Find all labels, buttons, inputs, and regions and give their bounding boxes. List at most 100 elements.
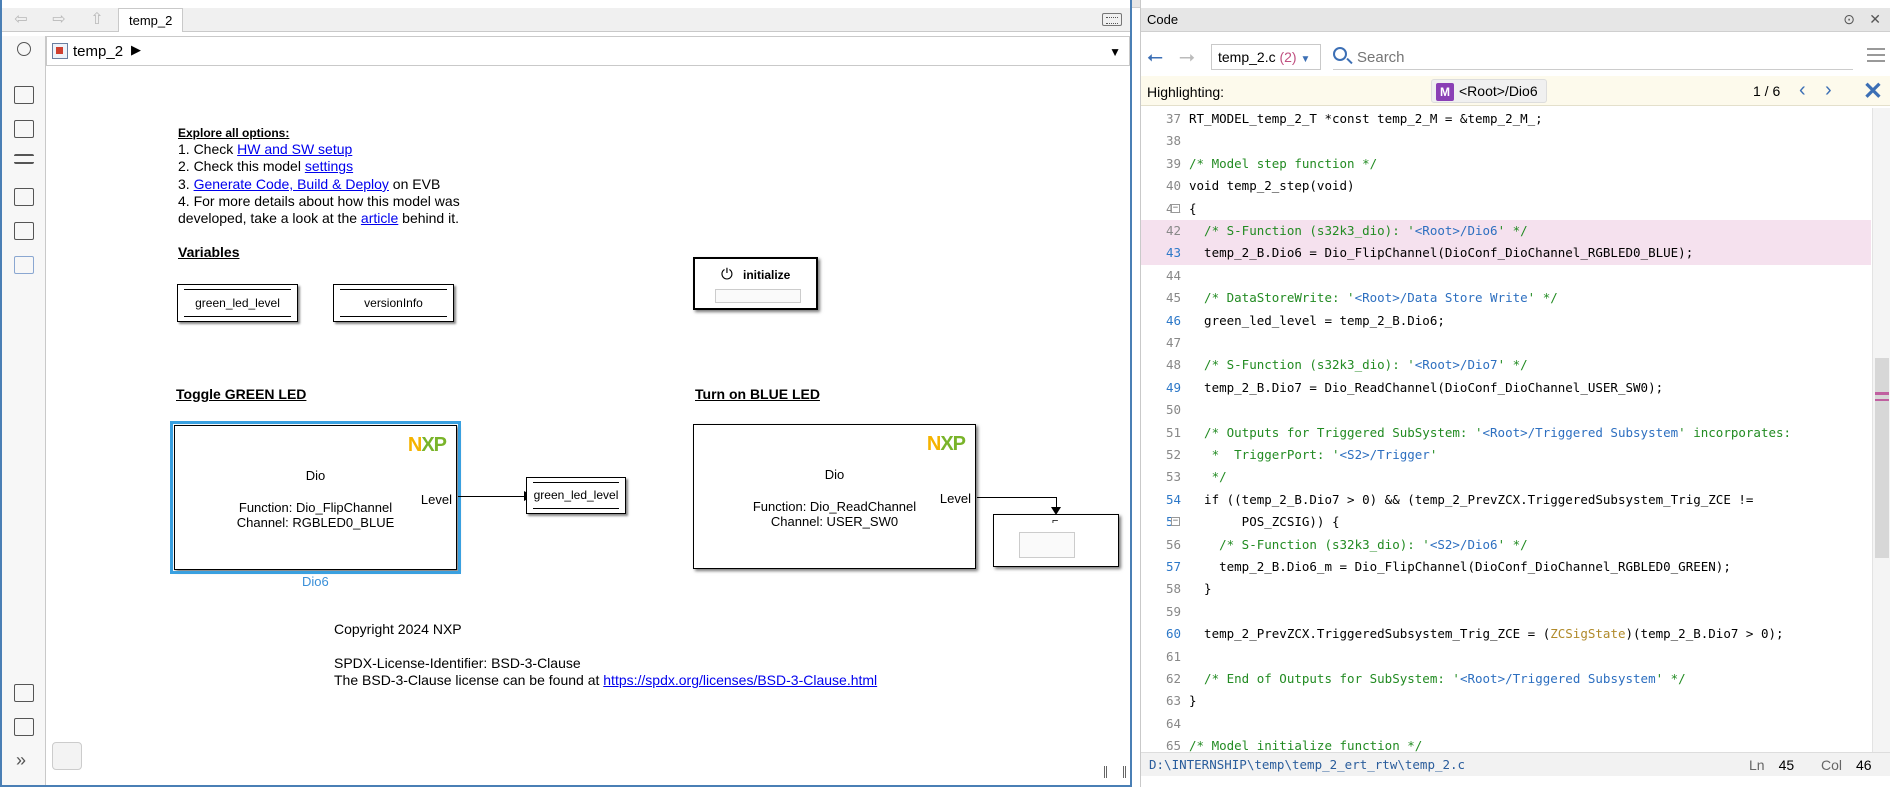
fold-toggle-icon[interactable]: −: [1171, 202, 1180, 213]
code-line[interactable]: 57 temp_2_B.Dio6_m = Dio_FlipChannel(Dio…: [1141, 556, 1871, 578]
breadcrumb-model[interactable]: temp_2: [73, 43, 124, 60]
close-icon[interactable]: ✕: [1869, 11, 1881, 27]
code-text: temp_2_B.Dio6_m = Dio_FlipChannel(DioCon…: [1189, 559, 1731, 574]
back-arrow-icon[interactable]: ⭠: [1147, 46, 1163, 68]
tab-model[interactable]: temp_2: [118, 8, 184, 32]
code-line[interactable]: 46 green_led_level = temp_2_B.Dio6;: [1141, 310, 1871, 332]
dio7-block[interactable]: NXP Dio Function: Dio_ReadChannel Channe…: [693, 424, 976, 569]
previous-match-icon[interactable]: ‹: [1799, 79, 1806, 101]
initialize-block[interactable]: ⏻ initialize: [693, 257, 818, 310]
code-line[interactable]: 58 }: [1141, 578, 1871, 600]
code-line[interactable]: 63}: [1141, 690, 1871, 712]
code-text: /* S-Function (s32k3_dio): '<Root>/Dio7'…: [1189, 357, 1528, 373]
license-link[interactable]: https://spdx.org/licenses/BSD-3-Clause.h…: [603, 672, 878, 688]
up-arrow-icon[interactable]: ⇧: [90, 11, 104, 28]
signal-lines-icon[interactable]: [14, 154, 34, 164]
dio6-block[interactable]: NXP Dio Function: Dio_FlipChannel Channe…: [170, 421, 461, 574]
code-line[interactable]: 39/* Model step function */: [1141, 153, 1871, 175]
code-line[interactable]: 54 if ((temp_2_B.Dio7 > 0) && (temp_2_Pr…: [1141, 489, 1871, 511]
data-store-version-info[interactable]: versionInfo: [333, 284, 454, 322]
code-text: void temp_2_step(void): [1189, 178, 1355, 194]
data-store-icon[interactable]: [52, 742, 82, 770]
code-line[interactable]: 65/* Model initialize function */: [1141, 735, 1871, 752]
line-number[interactable]: 49: [1165, 379, 1181, 395]
code-line[interactable]: 50: [1141, 399, 1871, 421]
code-line[interactable]: 53 */: [1141, 466, 1871, 488]
hw-sw-setup-link[interactable]: HW and SW setup: [237, 141, 353, 157]
data-store-write-block[interactable]: green_led_level: [526, 477, 626, 514]
signal-line-dio7[interactable]: [977, 497, 1057, 498]
code-text: }: [1189, 693, 1197, 709]
highlighting-label: Highlighting:: [1147, 84, 1225, 100]
area-icon[interactable]: [14, 256, 34, 274]
code-line[interactable]: 51 /* Outputs for Triggered SubSystem: '…: [1141, 422, 1871, 444]
code-text: {: [1189, 200, 1197, 216]
hide-show-icon[interactable]: [17, 42, 31, 56]
highlight-marker: [1875, 399, 1889, 401]
highlight-target-chip[interactable]: M<Root>/Dio6: [1431, 79, 1547, 103]
fold-toggle-icon[interactable]: −: [1171, 516, 1180, 527]
line-number: 62: [1165, 671, 1181, 686]
line-number: 65: [1165, 738, 1181, 752]
resize-grip-icon[interactable]: [1104, 766, 1126, 778]
code-line[interactable]: 47: [1141, 332, 1871, 354]
clear-highlight-icon[interactable]: ✕: [1862, 78, 1883, 105]
signal-line-dio6[interactable]: [458, 496, 526, 497]
code-line[interactable]: 52 * TriggerPort: '<S2>/Trigger': [1141, 444, 1871, 466]
data-store-green-led-level[interactable]: green_led_level: [177, 284, 298, 322]
model-canvas[interactable]: Explore all options: 1. Check HW and SW …: [46, 66, 1130, 782]
line-number[interactable]: 57: [1165, 559, 1181, 574]
line-number[interactable]: 54: [1165, 491, 1181, 507]
file-selector[interactable]: temp_2.c (2) ▼: [1211, 44, 1321, 70]
menu-icon[interactable]: [1867, 48, 1885, 62]
breadcrumb-dropdown-icon[interactable]: ▼: [1109, 45, 1121, 59]
breadcrumb-arrow-icon[interactable]: ▶: [131, 42, 141, 57]
next-match-icon[interactable]: ›: [1825, 79, 1832, 101]
code-line[interactable]: 45 /* DataStoreWrite: '<Root>/Data Store…: [1141, 287, 1871, 309]
code-line[interactable]: 38: [1141, 130, 1871, 152]
code-line[interactable]: 48 /* S-Function (s32k3_dio): '<Root>/Di…: [1141, 354, 1871, 376]
code-line[interactable]: 64: [1141, 713, 1871, 735]
dio6-block-name[interactable]: Dio6: [302, 574, 329, 589]
camera-icon[interactable]: [14, 684, 34, 702]
code-line[interactable]: 60 temp_2_PrevZCX.TriggeredSubsystem_Tri…: [1141, 623, 1871, 645]
code-line[interactable]: 49 temp_2_B.Dio7 = Dio_ReadChannel(DioCo…: [1141, 377, 1871, 399]
code-line[interactable]: 55− POS_ZCSIG)) {: [1141, 511, 1871, 533]
keyboard-icon[interactable]: [1102, 13, 1122, 26]
forward-arrow-icon[interactable]: ⇨: [52, 11, 66, 28]
line-number[interactable]: 60: [1165, 626, 1181, 642]
code-line[interactable]: 59: [1141, 601, 1871, 623]
code-line[interactable]: 41−{: [1141, 198, 1871, 220]
code-line[interactable]: 43 temp_2_B.Dio6 = Dio_FlipChannel(DioCo…: [1141, 242, 1871, 265]
settings-link[interactable]: settings: [304, 158, 354, 174]
code-line[interactable]: 42 /* S-Function (s32k3_dio): '<Root>/Di…: [1141, 220, 1871, 243]
status-bar: D:\INTERNSHIP\temp\temp_2_ert_rtw\temp_2…: [1141, 752, 1890, 776]
article-link[interactable]: article: [360, 210, 399, 226]
expand-chevron-icon[interactable]: »: [16, 750, 27, 770]
line-number[interactable]: 43: [1165, 245, 1181, 261]
search-input[interactable]: [1357, 46, 1837, 68]
code-line[interactable]: 44: [1141, 265, 1871, 287]
scrollbar-thumb[interactable]: [1875, 358, 1889, 558]
forward-arrow-icon[interactable]: ⭢: [1179, 46, 1195, 68]
code-scrollbar[interactable]: [1872, 108, 1890, 752]
triggered-subsystem-block[interactable]: ⌐: [993, 514, 1119, 567]
generate-code-link[interactable]: Generate Code, Build & Deploy: [193, 176, 389, 192]
options-menu-icon[interactable]: ⊙: [1843, 11, 1855, 27]
image-icon[interactable]: [14, 222, 34, 240]
model-browser-icon[interactable]: [14, 718, 34, 736]
code-line[interactable]: 61: [1141, 646, 1871, 668]
highlight-bar: Highlighting: M<Root>/Dio6 1 / 6 ‹ › ✕: [1141, 76, 1890, 106]
line-number[interactable]: 46: [1165, 312, 1181, 328]
code-line[interactable]: 62 /* End of Outputs for SubSystem: '<Ro…: [1141, 668, 1871, 690]
annotation-icon[interactable]: [14, 188, 34, 206]
fit-to-view-icon[interactable]: [14, 120, 34, 138]
back-arrow-icon[interactable]: ⇦: [14, 11, 28, 28]
explore-line-5: developed, take a look at the article be…: [178, 210, 459, 226]
zoom-icon[interactable]: [14, 86, 34, 104]
code-line[interactable]: 56 /* S-Function (s32k3_dio): '<S2>/Dio6…: [1141, 534, 1871, 556]
